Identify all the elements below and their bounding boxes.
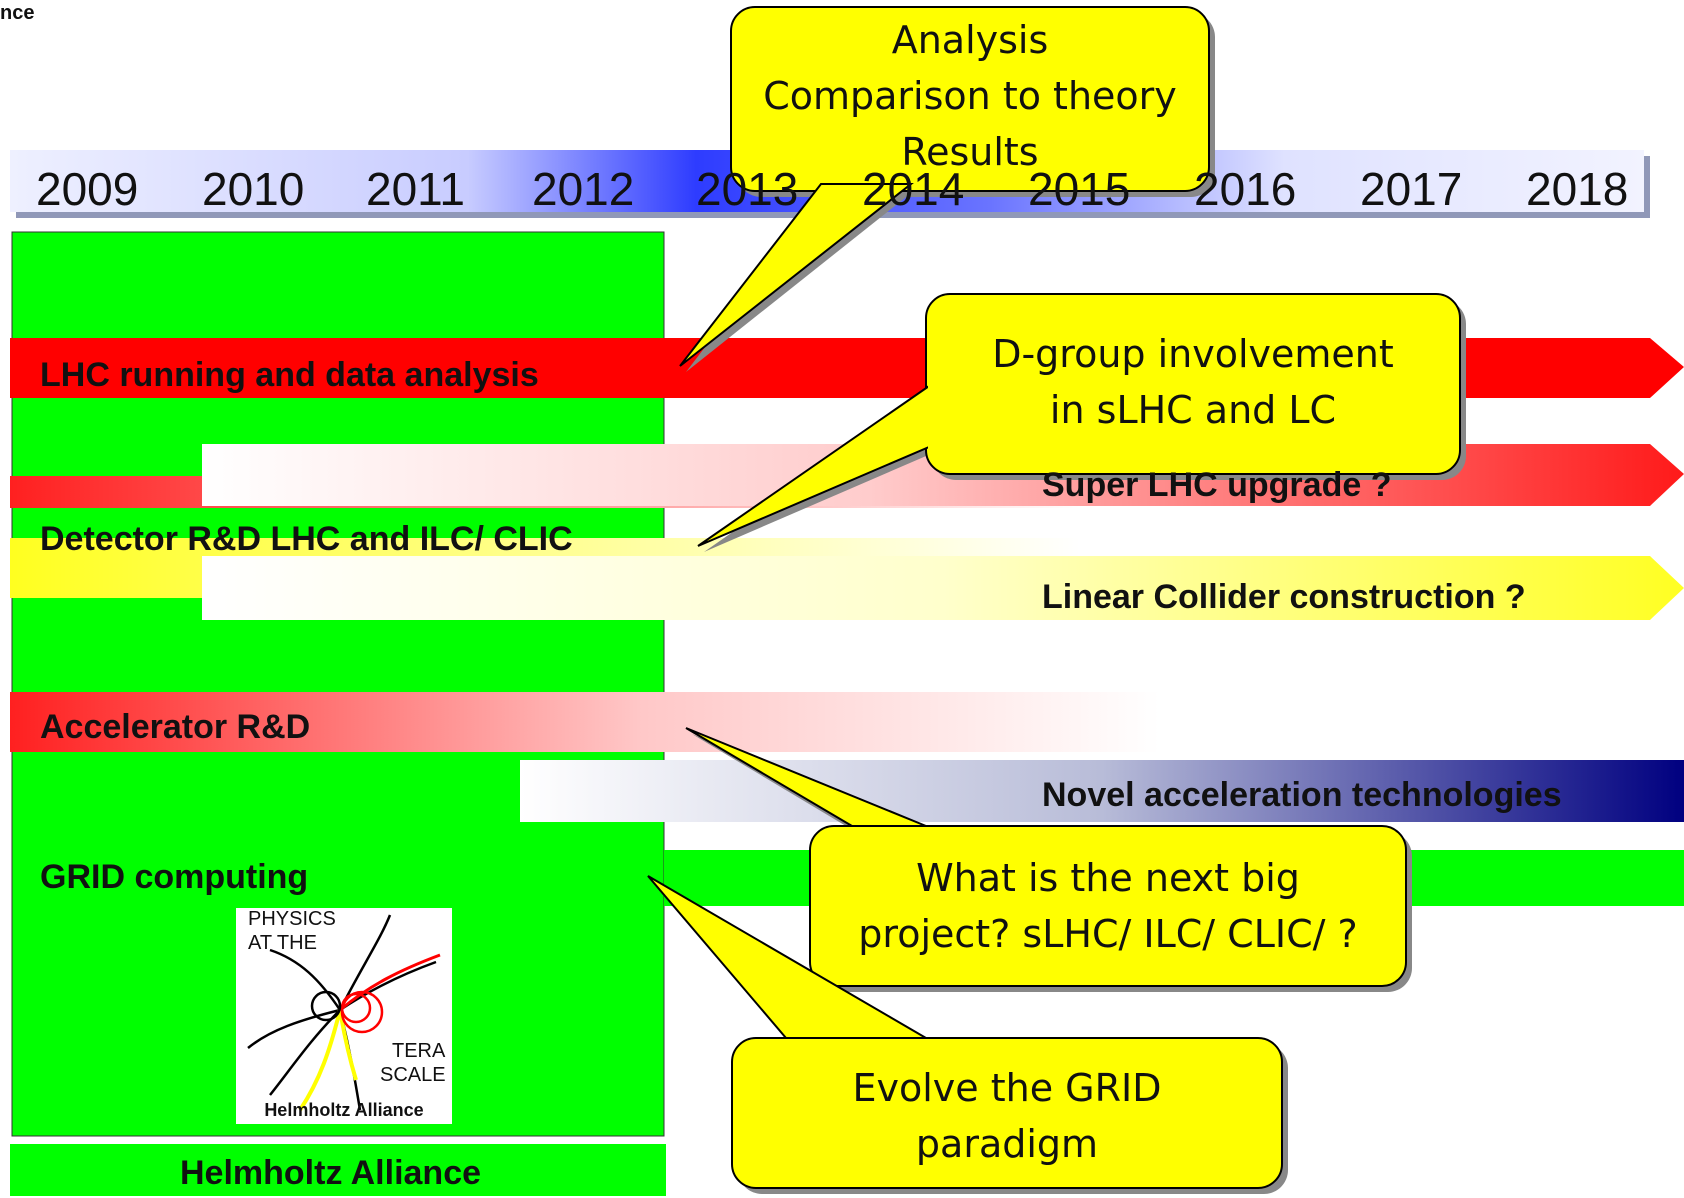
alliance-label: Helmholtz Alliance [180, 1154, 482, 1192]
callout-analysis-shape [679, 6, 1215, 372]
callout-analysis-line: Analysis [891, 18, 1049, 62]
logo-text-3: TERA [392, 1040, 446, 1062]
callout-dgroup-line: D-group involvement [992, 332, 1394, 376]
year-label: 2012 [532, 163, 635, 215]
accelerator-label: Accelerator R&D [40, 708, 311, 746]
callout-dgroup-line: in sLHC and LC [1049, 388, 1337, 432]
callout-analysis-line: Results [901, 130, 1039, 174]
corner-text: nce [0, 2, 35, 24]
detector-label: Detector R&D LHC and ILC/ CLIC [40, 520, 573, 558]
year-label: 2014 [862, 163, 965, 215]
callout-dgroup-shape [697, 293, 1466, 552]
year-label: 2018 [1526, 163, 1629, 215]
callout-analysis: Analysis Comparison to theory Results [731, 12, 1209, 180]
callout-analysis-line: Comparison to theory [763, 74, 1177, 118]
callout-next: What is the next big project? sLHC/ ILC/… [810, 850, 1406, 962]
year-label: 2013 [696, 163, 799, 215]
logo-text-4: SCALE [380, 1064, 446, 1086]
lhc-label: LHC running and data analysis [40, 356, 539, 394]
novel-bar [520, 760, 1684, 822]
logo-text-2: AT THE [248, 932, 317, 954]
alliance-label-bar [10, 1144, 666, 1196]
linear-collider-bar [202, 556, 1684, 620]
accelerator-bar [10, 692, 1160, 752]
year-label: 2015 [1028, 163, 1131, 215]
slhc-label: Super LHC upgrade ? [1042, 466, 1392, 504]
logo-text-1: PHYSICS [248, 908, 336, 930]
year-label: 2010 [202, 163, 305, 215]
novel-label: Novel acceleration technologies [1042, 776, 1562, 814]
callout-next-line: project? sLHC/ ILC/ CLIC/ ? [858, 912, 1358, 956]
year-label: 2017 [1360, 163, 1463, 215]
callout-grid: Evolve the GRID paradigm [732, 1060, 1282, 1172]
callout-next-shape [685, 727, 1412, 992]
year-label: 2016 [1194, 163, 1297, 215]
grid-label: GRID computing [40, 858, 309, 896]
logo-footer: Helmholtz Alliance [264, 1100, 424, 1120]
callout-next-line: What is the next big [916, 856, 1300, 900]
callout-grid-shape [647, 875, 1288, 1194]
callout-dgroup: D-group involvement in sLHC and LC [926, 326, 1460, 438]
callout-grid-line: paradigm [915, 1122, 1099, 1166]
callout-grid-line: Evolve the GRID [852, 1066, 1162, 1110]
year-label: 2011 [366, 163, 465, 215]
logo-tracks [247, 914, 441, 1112]
year-label: 2009 [36, 163, 139, 215]
linear-collider-label: Linear Collider construction ? [1042, 578, 1526, 616]
